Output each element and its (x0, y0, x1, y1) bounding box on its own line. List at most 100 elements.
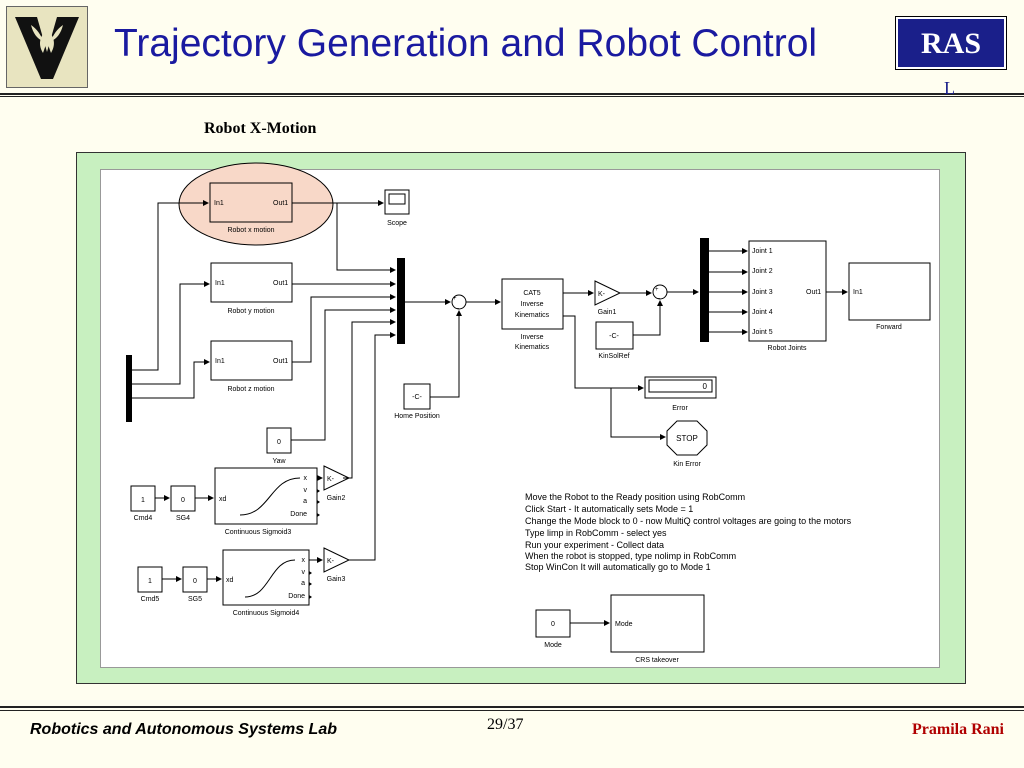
slide-title: Trajectory Generation and Robot Control (114, 22, 818, 65)
svg-text:Type limp in RobComm - select: Type limp in RobComm - select yes (525, 528, 667, 538)
svg-text:v: v (302, 569, 306, 576)
cat5-inverse-kinematics-block[interactable]: CAT5 Inverse Kinematics Inverse Kinemati… (501, 278, 564, 351)
svg-text:Out1: Out1 (273, 200, 288, 207)
vanderbilt-logo (6, 6, 88, 88)
home-position-constant-block[interactable]: -C- Home Position (394, 383, 440, 420)
stop-block[interactable]: STOP Kin Error (666, 420, 708, 468)
svg-text:Mode: Mode (615, 621, 633, 628)
svg-text:Robot Joints: Robot Joints (768, 345, 807, 352)
svg-text:Kinematics: Kinematics (515, 312, 550, 319)
svg-text:Gain2: Gain2 (327, 495, 346, 502)
svg-text:Error: Error (672, 405, 688, 412)
svg-text:Forward: Forward (876, 324, 902, 331)
svg-text:Gain3: Gain3 (327, 576, 346, 583)
robot-joints-block[interactable]: Joint 1 Joint 2 Joint 3 Joint 4 Joint 5 … (748, 240, 827, 352)
footer-lab-name: Robotics and Autonomous Systems Lab (30, 721, 337, 738)
svg-text:STOP: STOP (676, 434, 698, 443)
crs-takeover-block[interactable]: Mode CRS takeover (610, 594, 705, 664)
svg-text:Continuous Sigmoid4: Continuous Sigmoid4 (233, 610, 300, 617)
svg-text:In1: In1 (853, 289, 863, 296)
svg-text:x: x (302, 557, 306, 564)
ras-badge-tail: L (944, 78, 955, 98)
error-display-block[interactable]: 0 Error (644, 376, 717, 412)
svg-text:-: - (658, 296, 660, 302)
svg-text:CAT5: CAT5 (523, 290, 540, 297)
scope-block[interactable]: Scope (384, 189, 410, 227)
sum-block-1[interactable]: + - (451, 294, 467, 312)
svg-text:-C-: -C- (609, 333, 619, 340)
cmd5-constant-block[interactable]: 1 Cmd5 (137, 566, 163, 603)
mux-bar[interactable] (397, 258, 405, 344)
svg-text:+: + (453, 296, 457, 302)
svg-text:0: 0 (551, 621, 555, 628)
svg-text:Joint 3: Joint 3 (752, 289, 773, 296)
sg5-constant-block[interactable]: 0 SG5 (182, 566, 208, 603)
svg-text:Stop WinCon It will automatica: Stop WinCon It will automatically go to … (525, 562, 711, 572)
header-divider-thin (0, 96, 1024, 97)
svg-text:Kinematics: Kinematics (515, 344, 550, 351)
gain1-block[interactable]: K- Gain1 (594, 280, 622, 316)
svg-text:Joint 4: Joint 4 (752, 309, 773, 316)
gain3-block[interactable]: K- Gain3 (323, 547, 351, 583)
svg-text:When the robot is stopped, typ: When the robot is stopped, type nolimp i… (525, 551, 736, 561)
svg-text:Move the Robot to the Ready po: Move the Robot to the Ready position usi… (525, 492, 745, 502)
signal-lines (132, 200, 848, 626)
svg-text:a: a (303, 498, 307, 505)
robot-z-motion-block[interactable]: In1 Out1 Robot z motion (210, 340, 293, 393)
forward-block[interactable]: In1 Forward (848, 262, 931, 331)
svg-text:1: 1 (141, 497, 145, 504)
continuous-sigmoid4-block[interactable]: xd x v a Done Continuous Sigmoid4 (222, 549, 310, 617)
svg-text:Inverse: Inverse (521, 301, 544, 308)
svg-text:SG5: SG5 (188, 596, 202, 603)
robot-x-motion-block[interactable]: In1 Out1 Robot x motion (209, 182, 293, 234)
svg-text:Kin Error: Kin Error (673, 461, 701, 468)
svg-text:K-: K- (327, 558, 335, 565)
svg-text:xd: xd (226, 577, 234, 584)
svg-text:-: - (457, 306, 459, 312)
svg-text:Done: Done (288, 593, 305, 600)
svg-text:Robot x motion: Robot x motion (227, 227, 274, 234)
svg-text:a: a (301, 580, 305, 587)
footer-divider-thin (0, 710, 1024, 711)
svg-text:0: 0 (193, 578, 197, 585)
svg-text:CRS takeover: CRS takeover (635, 657, 679, 664)
svg-text:Joint 2: Joint 2 (752, 268, 773, 275)
ras-badge: RAS (895, 16, 1007, 70)
svg-text:Yaw: Yaw (272, 458, 286, 465)
yaw-constant-block[interactable]: 0 Yaw (266, 427, 292, 465)
svg-text:Change the Mode block to 0 - n: Change the Mode block to 0 - now MultiQ … (525, 516, 852, 526)
svg-text:0: 0 (181, 497, 185, 504)
kinsolref-constant-block[interactable]: -C- KinSolRef (595, 321, 634, 360)
svg-text:Scope: Scope (387, 220, 407, 227)
sum-block-2[interactable]: + - (652, 284, 668, 302)
svg-text:Gain1: Gain1 (598, 309, 617, 316)
diagram-subtitle: Robot X-Motion (204, 120, 317, 137)
mode-constant-block[interactable]: 0 Mode (535, 609, 571, 649)
svg-text:Home Position: Home Position (394, 413, 440, 420)
svg-text:Run your experiment - Collect: Run your experiment - Collect data (525, 540, 664, 550)
gain2-block[interactable]: K- Gain2 (323, 465, 351, 502)
demux-bar[interactable] (126, 355, 132, 422)
svg-text:xd: xd (219, 496, 227, 503)
svg-text:0: 0 (277, 439, 281, 446)
continuous-sigmoid3-block[interactable]: xd x v a Done Continuous Sigmoid3 (214, 467, 318, 536)
svg-text:Robot y motion: Robot y motion (227, 308, 274, 315)
cmd4-constant-block[interactable]: 1 Cmd4 (130, 485, 156, 522)
svg-text:Joint 1: Joint 1 (752, 248, 773, 255)
svg-text:SG4: SG4 (176, 515, 190, 522)
svg-text:-C-: -C- (412, 394, 422, 401)
svg-text:Out1: Out1 (273, 280, 288, 287)
svg-text:In1: In1 (215, 280, 225, 287)
sg4-constant-block[interactable]: 0 SG4 (170, 485, 196, 522)
page-number: 29/37 (487, 716, 524, 733)
robot-y-motion-block[interactable]: In1 Out1 Robot y motion (210, 262, 293, 315)
svg-text:Click Start - It automatically: Click Start - It automatically sets Mode… (525, 504, 693, 514)
footer-divider (0, 706, 1024, 708)
svg-text:Out1: Out1 (273, 358, 288, 365)
svg-text:Robot z motion: Robot z motion (227, 386, 274, 393)
svg-text:KinSolRef: KinSolRef (598, 353, 629, 360)
footer-author: Pramila Rani (912, 721, 1004, 738)
svg-text:+: + (655, 287, 659, 293)
demux-bar-right[interactable] (700, 238, 709, 342)
